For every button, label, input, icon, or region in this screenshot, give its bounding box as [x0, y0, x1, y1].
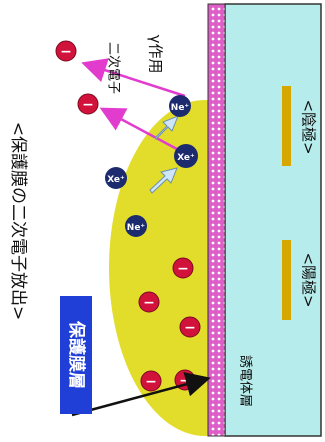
- svg-text:Xe⁺: Xe⁺: [177, 153, 195, 163]
- diagram-title: <保護膜の二次電子放出>: [8, 122, 28, 321]
- svg-text:Ne⁺: Ne⁺: [127, 223, 146, 233]
- dielectric-layer: [224, 3, 322, 437]
- electron: −: [138, 291, 160, 313]
- svg-text:−: −: [184, 320, 196, 336]
- protective-layer-label: 保護膜層: [66, 320, 87, 389]
- xe-ion-left: Xe⁺: [105, 167, 127, 189]
- electron: −: [55, 40, 77, 62]
- dielectric-layer-label: 誘電体層: [238, 355, 253, 407]
- ne-ion-lower: Ne⁺: [125, 215, 147, 237]
- svg-text:−: −: [177, 261, 189, 277]
- protective-layer: [207, 3, 226, 437]
- cathode-label: <陰極>: [300, 99, 318, 154]
- protective-layer-pointer: [71, 372, 211, 417]
- svg-text:−: −: [143, 295, 155, 311]
- xe-ion-right: Xe⁺: [174, 144, 198, 168]
- cathode-electrode: [282, 86, 291, 166]
- svg-text:−: −: [60, 44, 72, 60]
- secondary-electron-label: 二次電子: [106, 42, 122, 94]
- anode-label: <陽極>: [300, 252, 318, 307]
- ion-motion-arrow-2: [149, 167, 178, 194]
- svg-text:−: −: [82, 97, 94, 113]
- electron: −: [179, 316, 201, 338]
- svg-text:Ne⁺: Ne⁺: [171, 103, 190, 113]
- protective-layer-label-box: [60, 296, 92, 414]
- emission-arrow-1: [81, 58, 186, 98]
- emission-arrow-2: [99, 107, 191, 158]
- anode-electrode: [282, 240, 291, 320]
- svg-text:Xe⁺: Xe⁺: [107, 175, 125, 185]
- electron: −: [172, 257, 194, 279]
- svg-text:−: −: [145, 374, 157, 390]
- electron: −: [140, 370, 162, 392]
- ne-ion-upper: Ne⁺: [169, 95, 191, 117]
- electron: −: [77, 93, 99, 115]
- ion-motion-arrow-1: [154, 115, 179, 140]
- gamma-action-label: γ作用: [147, 35, 165, 74]
